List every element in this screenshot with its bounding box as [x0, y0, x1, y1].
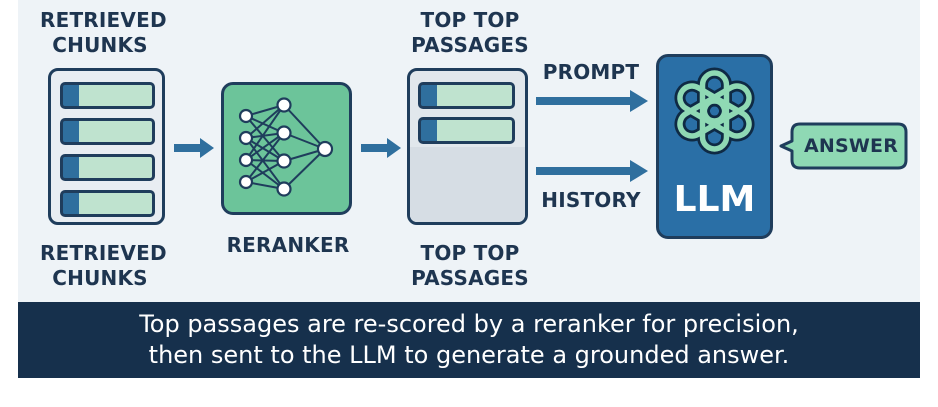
caption-bar: Top passages are re-scored by a reranker… [18, 302, 920, 378]
arrow-to-top-passages [361, 138, 401, 158]
history-arrow [536, 160, 648, 182]
caption-line-2: then sent to the LLM to generate a groun… [148, 341, 790, 369]
arrow-to-reranker [174, 138, 214, 158]
document-empty-area [410, 147, 525, 222]
top-passages-label-top: TOP TOP PASSAGES [411, 8, 529, 57]
chunk-item [60, 154, 155, 181]
passage-item [418, 117, 515, 144]
passage-item [418, 82, 515, 109]
prompt-arrow [536, 90, 648, 112]
retrieved-chunks-label-top: RETRIEVED CHUNKS [40, 8, 167, 57]
chunk-item [60, 82, 155, 109]
neural-network-icon [238, 97, 334, 197]
chunk-item [60, 190, 155, 217]
openai-logo-icon [674, 67, 755, 155]
chunk-item [60, 118, 155, 145]
retrieved-chunks-label-bottom: RETRIEVED CHUNKS [40, 241, 167, 290]
prompt-label: PROMPT [542, 60, 640, 84]
answer-label: ANSWER [803, 135, 899, 157]
answer-bubble [779, 122, 908, 170]
llm-label: LLM [673, 179, 756, 220]
caption-line-1: Top passages are re-scored by a reranker… [139, 310, 799, 338]
history-label: HISTORY [541, 188, 641, 212]
reranker-box [221, 82, 352, 215]
llm-box: LLM [656, 54, 773, 239]
top-passages-label-bottom: TOP TOP PASSAGES [411, 241, 529, 290]
reranker-label: RERANKER [226, 233, 350, 257]
